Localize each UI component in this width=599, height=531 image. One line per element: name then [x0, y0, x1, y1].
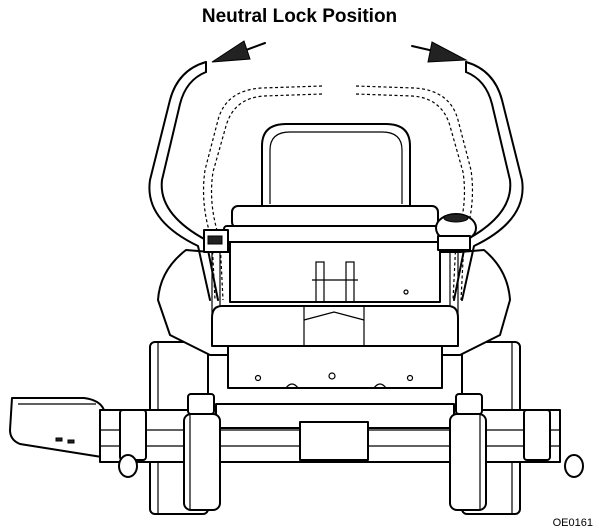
left-control-bracket [203, 229, 229, 320]
deck-gauge-wheels [118, 454, 584, 478]
left-caster-wheel [183, 413, 221, 511]
figure-title: Neutral Lock Position [201, 6, 398, 27]
footrest [211, 305, 459, 347]
right-arrow-icon [411, 41, 468, 63]
figure-code: OE0161 [552, 517, 593, 529]
right-control-handle [453, 61, 524, 301]
seat-cushion [223, 205, 447, 243]
lower-frame [227, 345, 443, 389]
dashed-handle-left [202, 85, 323, 301]
left-control-handle [148, 61, 219, 301]
left-arrow-icon [211, 40, 266, 63]
dashed-handle-right [355, 85, 474, 301]
seat-backrest [261, 123, 411, 209]
right-caster-wheel [449, 413, 487, 511]
frame-panel [229, 241, 441, 303]
right-control-bracket [435, 213, 477, 320]
